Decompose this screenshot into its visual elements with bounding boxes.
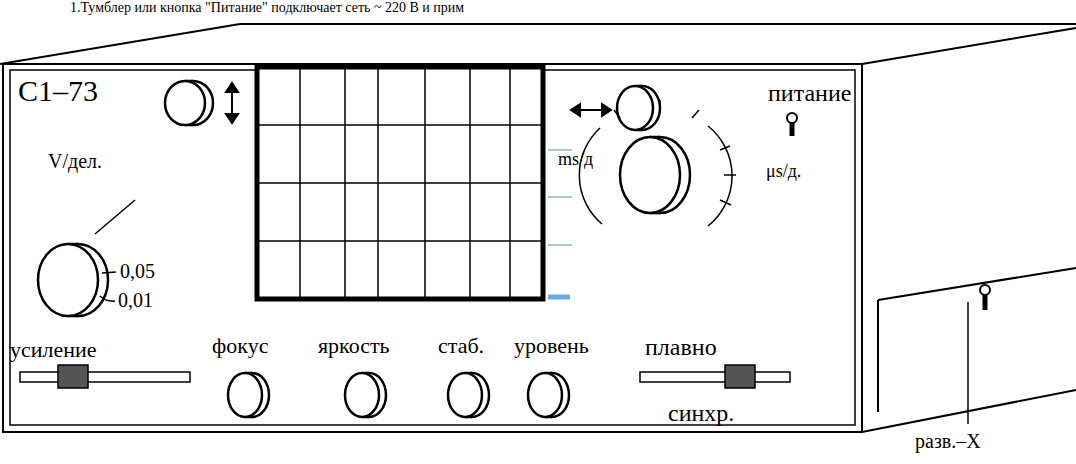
- scale-value: 0,05: [120, 260, 155, 282]
- control-label: стаб.: [438, 334, 484, 358]
- cut-note: 1.Тумблер или кнопка "Питание" подключае…: [70, 0, 464, 15]
- scales: [95, 100, 736, 301]
- control-label: фокус: [212, 334, 268, 358]
- control-label: питание: [768, 80, 851, 106]
- side-panel: [878, 268, 1076, 424]
- control-label: плавно: [645, 334, 717, 360]
- knobs: [38, 81, 690, 417]
- position-arrows: [226, 83, 611, 123]
- sliders: [20, 365, 790, 388]
- model-name: C1–73: [18, 74, 98, 107]
- power-toggle: [787, 113, 797, 136]
- housing: [0, 24, 1076, 432]
- scale-label: ms/д: [558, 150, 593, 170]
- scale-label: μs/д.: [766, 162, 801, 182]
- control-label: синхр.: [668, 400, 734, 426]
- control-label: разв.–X: [915, 430, 981, 452]
- scale-value: 0,01: [118, 289, 153, 311]
- screen: [257, 67, 572, 299]
- control-label: усиление: [10, 338, 97, 362]
- scale-label: V/дел.: [48, 150, 102, 172]
- control-label: уровень: [514, 334, 589, 358]
- control-label: яркость: [318, 334, 390, 358]
